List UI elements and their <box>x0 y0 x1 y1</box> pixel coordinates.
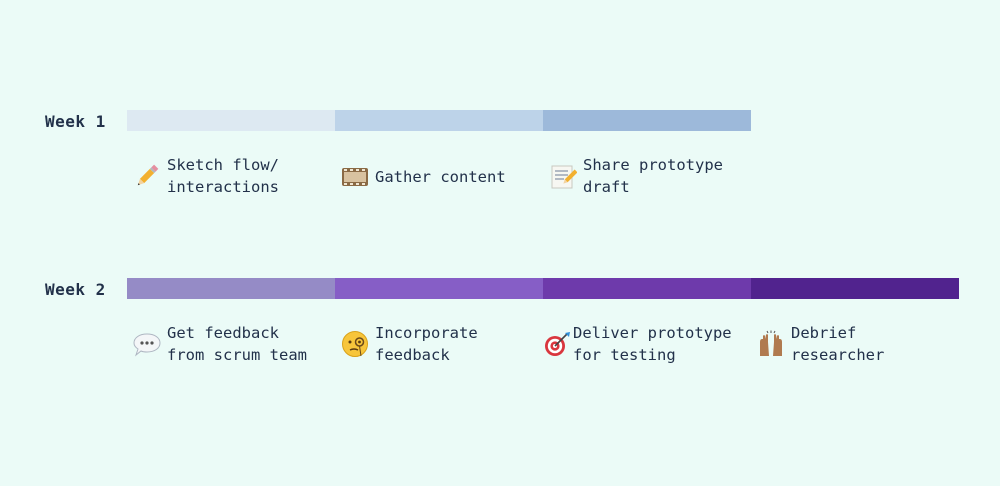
target-dart-icon <box>543 330 571 358</box>
week-1-segment-2 <box>335 110 543 131</box>
task-share-prototype-draft: Share prototype draft <box>549 154 723 198</box>
task-label: Deliver prototype for testing <box>573 324 732 364</box>
task-sketch-flow: Sketch flow/ interactions <box>133 154 279 198</box>
week-1-timeline-bar <box>127 110 751 131</box>
raised-hands-icon <box>757 330 785 358</box>
week-2-segment-4 <box>751 278 959 299</box>
monocle-face-icon <box>341 330 369 358</box>
memo-icon <box>549 162 577 190</box>
week-2-label: Week 2 <box>45 280 106 299</box>
task-deliver-prototype: Deliver prototype for testing <box>543 322 732 366</box>
task-label: Debrief researcher <box>791 324 885 364</box>
week-1-segment-1 <box>127 110 335 131</box>
week-1-label: Week 1 <box>45 112 106 131</box>
week-1-segment-3 <box>543 110 751 131</box>
speech-bubble-icon <box>133 330 161 358</box>
task-gather-content: Gather content <box>341 163 506 191</box>
task-label: Share prototype draft <box>583 156 723 196</box>
week-2-segment-1 <box>127 278 335 299</box>
task-debrief-researcher: Debrief researcher <box>757 322 884 366</box>
task-get-feedback: Get feedback from scrum team <box>133 322 307 366</box>
task-label: Incorporate feedback <box>375 324 478 364</box>
week-2-segment-3 <box>543 278 751 299</box>
task-label: Gather content <box>375 168 506 186</box>
task-incorporate-feedback: Incorporate feedback <box>341 322 478 366</box>
task-label: Get feedback from scrum team <box>167 324 307 364</box>
task-label: Sketch flow/ interactions <box>167 156 279 196</box>
week-2-timeline-bar <box>127 278 959 299</box>
pencil-icon <box>133 162 161 190</box>
film-frames-icon <box>341 163 369 191</box>
week-2-segment-2 <box>335 278 543 299</box>
